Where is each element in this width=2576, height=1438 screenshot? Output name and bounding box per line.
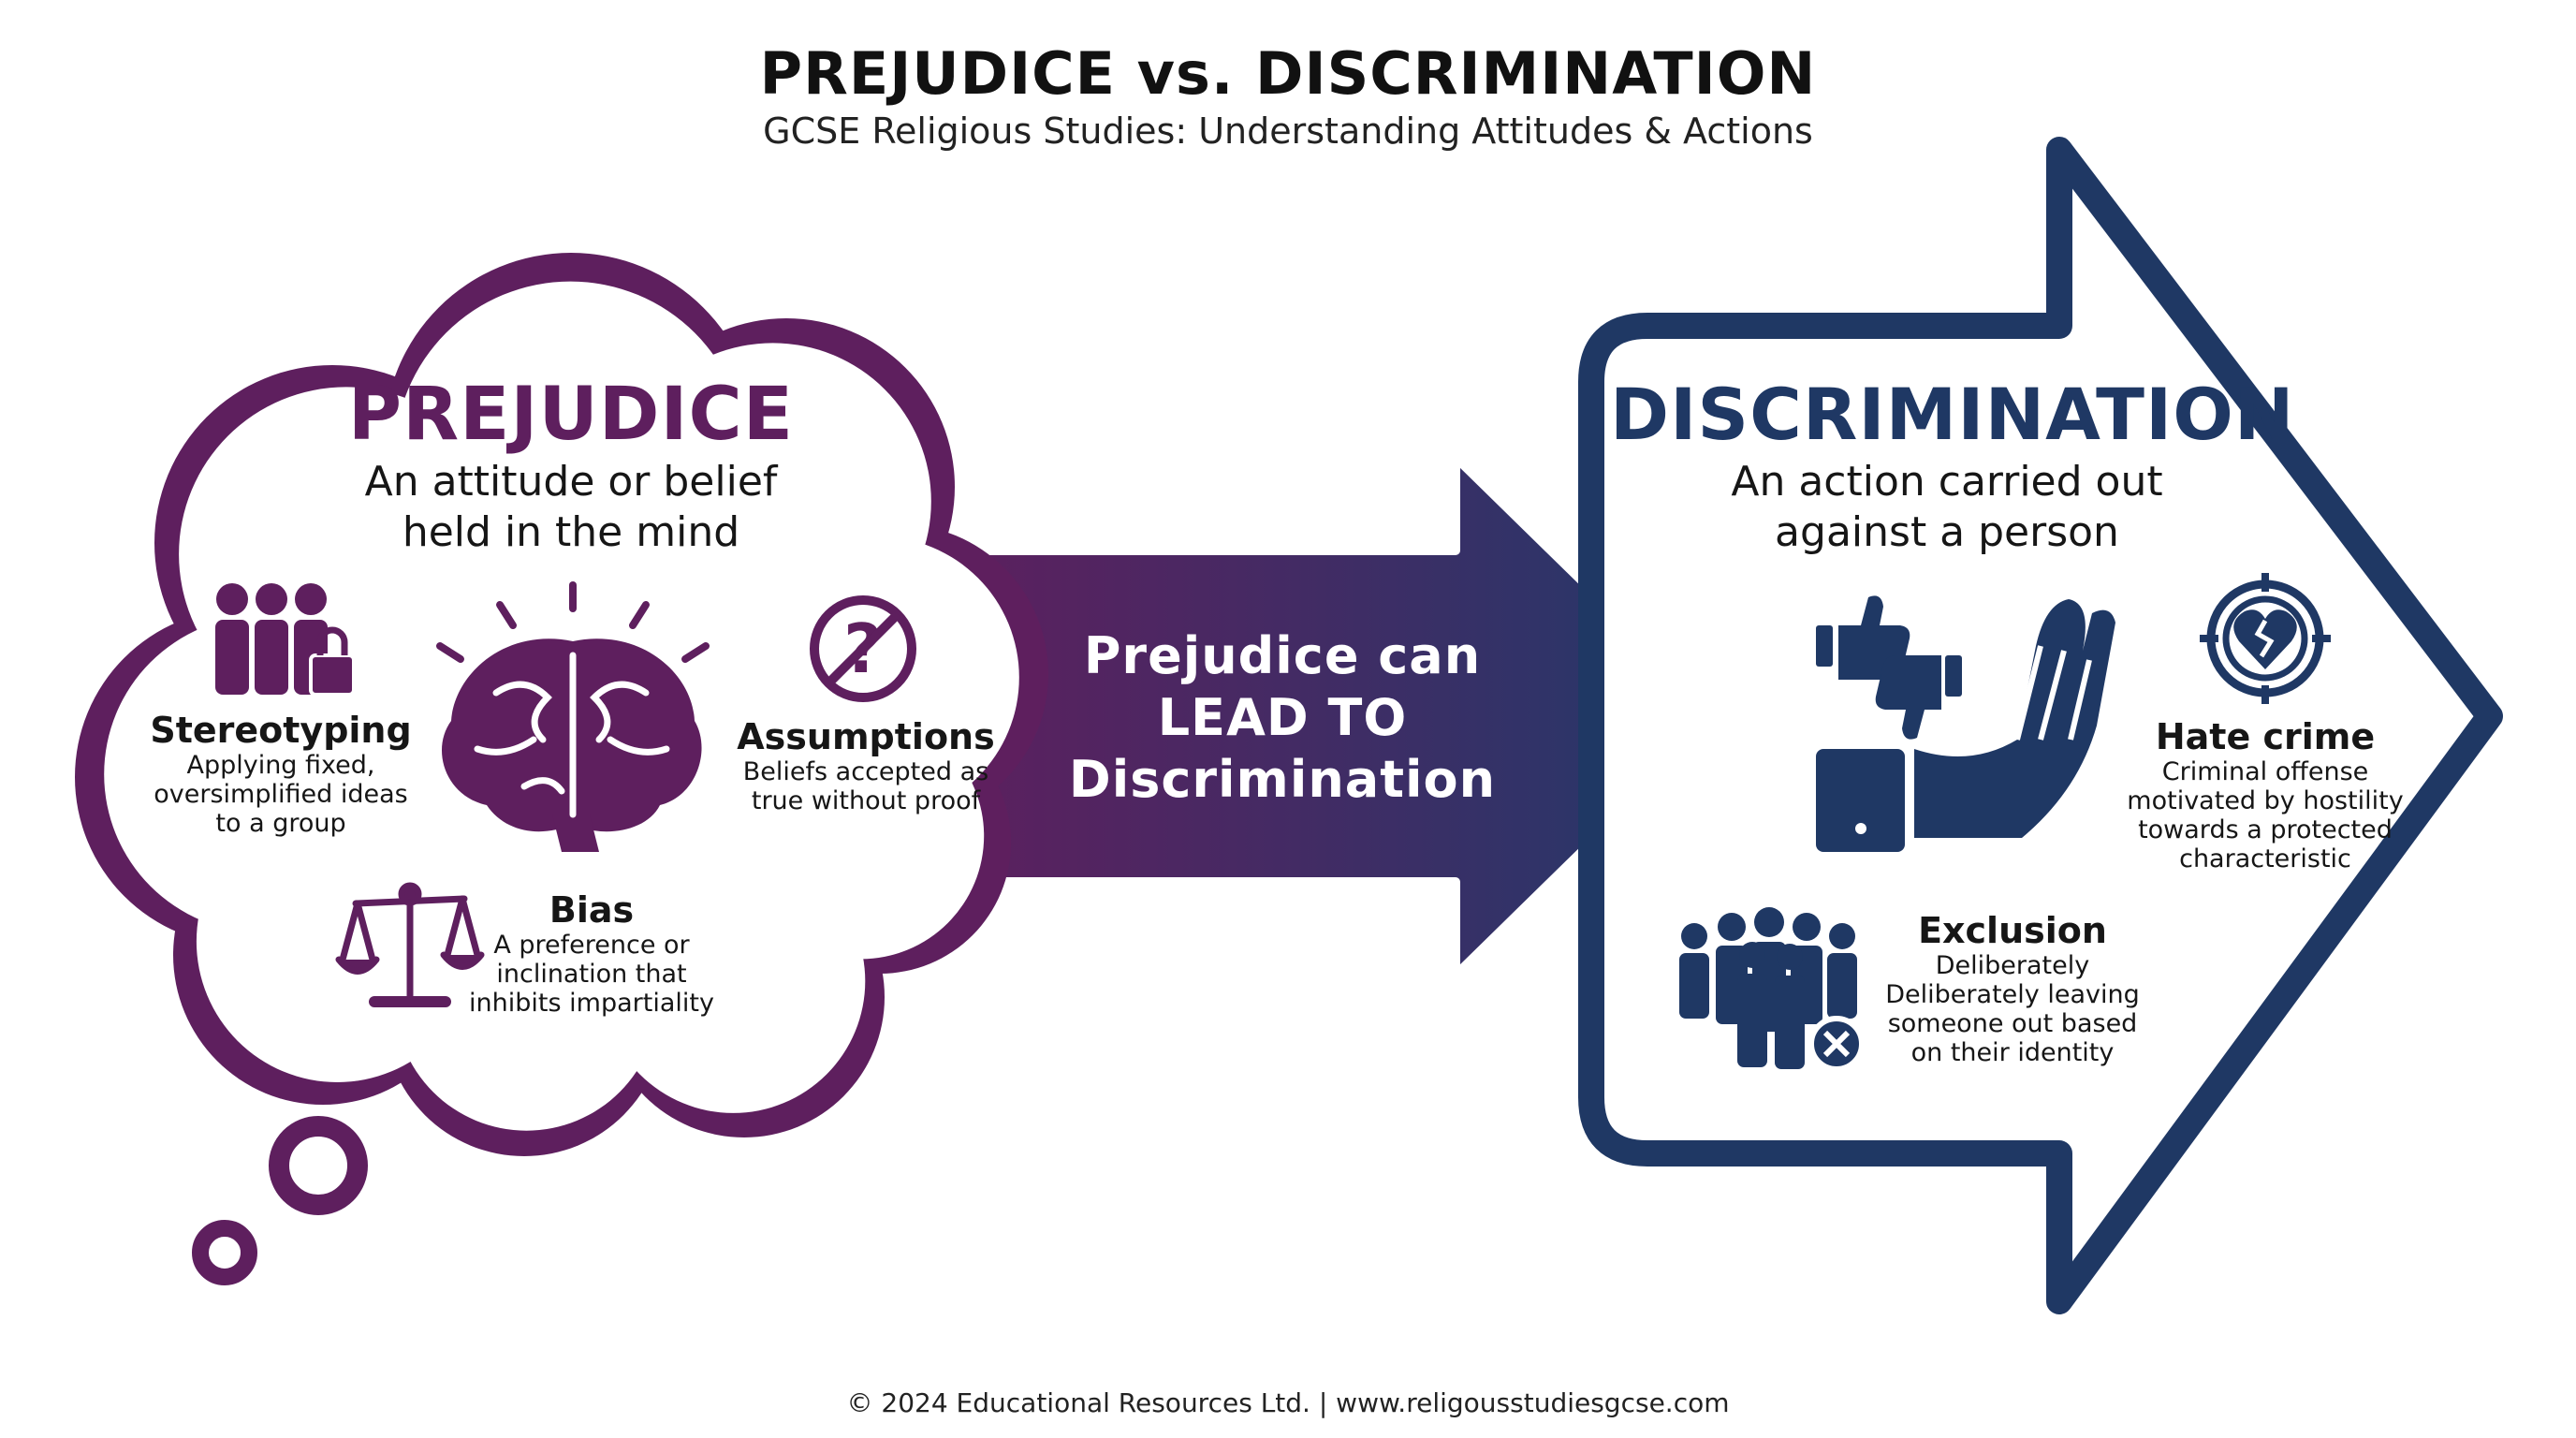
discrimination-heading: DISCRIMINATION — [1610, 373, 2295, 456]
bias-title: Bias — [549, 889, 635, 931]
crowd-excluded-icon — [1679, 907, 1865, 1072]
bias-item: Bias A preference or inclination that in… — [461, 889, 723, 1018]
stereotyping-title: Stereotyping — [150, 710, 412, 751]
exclusion-desc-3: someone out based — [1887, 1009, 2138, 1038]
assumptions-desc-2: true without proof — [751, 786, 981, 815]
stop-hand-icon — [1816, 599, 2115, 852]
assumptions-title: Assumptions — [737, 716, 995, 757]
page-subtitle: GCSE Religious Studies: Understanding At… — [763, 110, 1813, 152]
prejudice-definition: An attitude or belief held in the mind — [290, 457, 852, 558]
thumbs-up-down-icon — [1816, 595, 1962, 740]
exclusion-desc-2: Deliberately leaving — [1885, 980, 2140, 1009]
prejudice-heading: PREJUDICE — [347, 373, 795, 457]
broken-heart-target-icon — [2200, 573, 2331, 704]
lead-to-line3: Discrimination — [1068, 750, 1497, 809]
hate-crime-desc-1: Criminal offense — [2161, 757, 2369, 786]
brain-icon — [436, 581, 710, 852]
exclusion-item: Exclusion Deliberately Deliberately leav… — [1881, 910, 2144, 1067]
hate-crime-title: Hate crime — [2155, 716, 2376, 757]
footer-credit: © 2024 Educational Resources Ltd. | www.… — [846, 1387, 1730, 1418]
discrimination-definition: An action carried out against a person — [1666, 457, 2228, 558]
assumptions-item: Assumptions Beliefs accepted as true wit… — [725, 716, 1006, 815]
lead-to-label: Prejudice can LEAD TO Discrimination — [1048, 625, 1516, 811]
stereotyping-desc-3: to a group — [215, 809, 346, 838]
assumptions-desc-1: Beliefs accepted as — [742, 757, 989, 786]
stereotyping-desc-1: Applying fixed, — [186, 751, 375, 780]
lead-to-line2: LEAD TO — [1157, 688, 1408, 747]
prejudice-definition-line1: An attitude or belief — [364, 458, 778, 506]
exclusion-desc-4: on their identity — [1910, 1038, 2115, 1067]
lead-to-line1: Prejudice can — [1083, 626, 1482, 685]
question-prohibited-icon: ? — [810, 595, 916, 702]
hate-crime-item: Hate crime Criminal offense motivated by… — [2125, 716, 2406, 873]
prejudice-definition-line2: held in the mind — [402, 508, 740, 556]
exclusion-title: Exclusion — [1918, 910, 2107, 951]
bias-desc-1: A preference or — [493, 931, 690, 960]
page-title: PREJUDICE vs. DISCRIMINATION — [759, 39, 1817, 108]
hate-crime-desc-4: characteristic — [2179, 844, 2351, 873]
scales-icon — [335, 882, 485, 1007]
discrimination-definition-line2: against a person — [1775, 508, 2119, 556]
people-lock-icon — [215, 583, 356, 697]
thought-bubble-small — [192, 1220, 257, 1285]
hate-crime-desc-3: towards a protected — [2138, 815, 2393, 844]
thought-bubble-large — [269, 1116, 368, 1215]
bias-desc-2: inclination that — [496, 960, 687, 989]
hate-crime-desc-2: motivated by hostility — [2127, 786, 2404, 815]
exclusion-desc-1: Deliberately — [1935, 951, 2090, 980]
stereotyping-desc-2: oversimplified ideas — [154, 780, 408, 809]
discrimination-definition-line1: An action carried out — [1731, 458, 2163, 506]
stereotyping-item: Stereotyping Applying fixed, oversimplif… — [150, 710, 412, 838]
bias-desc-3: inhibits impartiality — [469, 989, 714, 1018]
